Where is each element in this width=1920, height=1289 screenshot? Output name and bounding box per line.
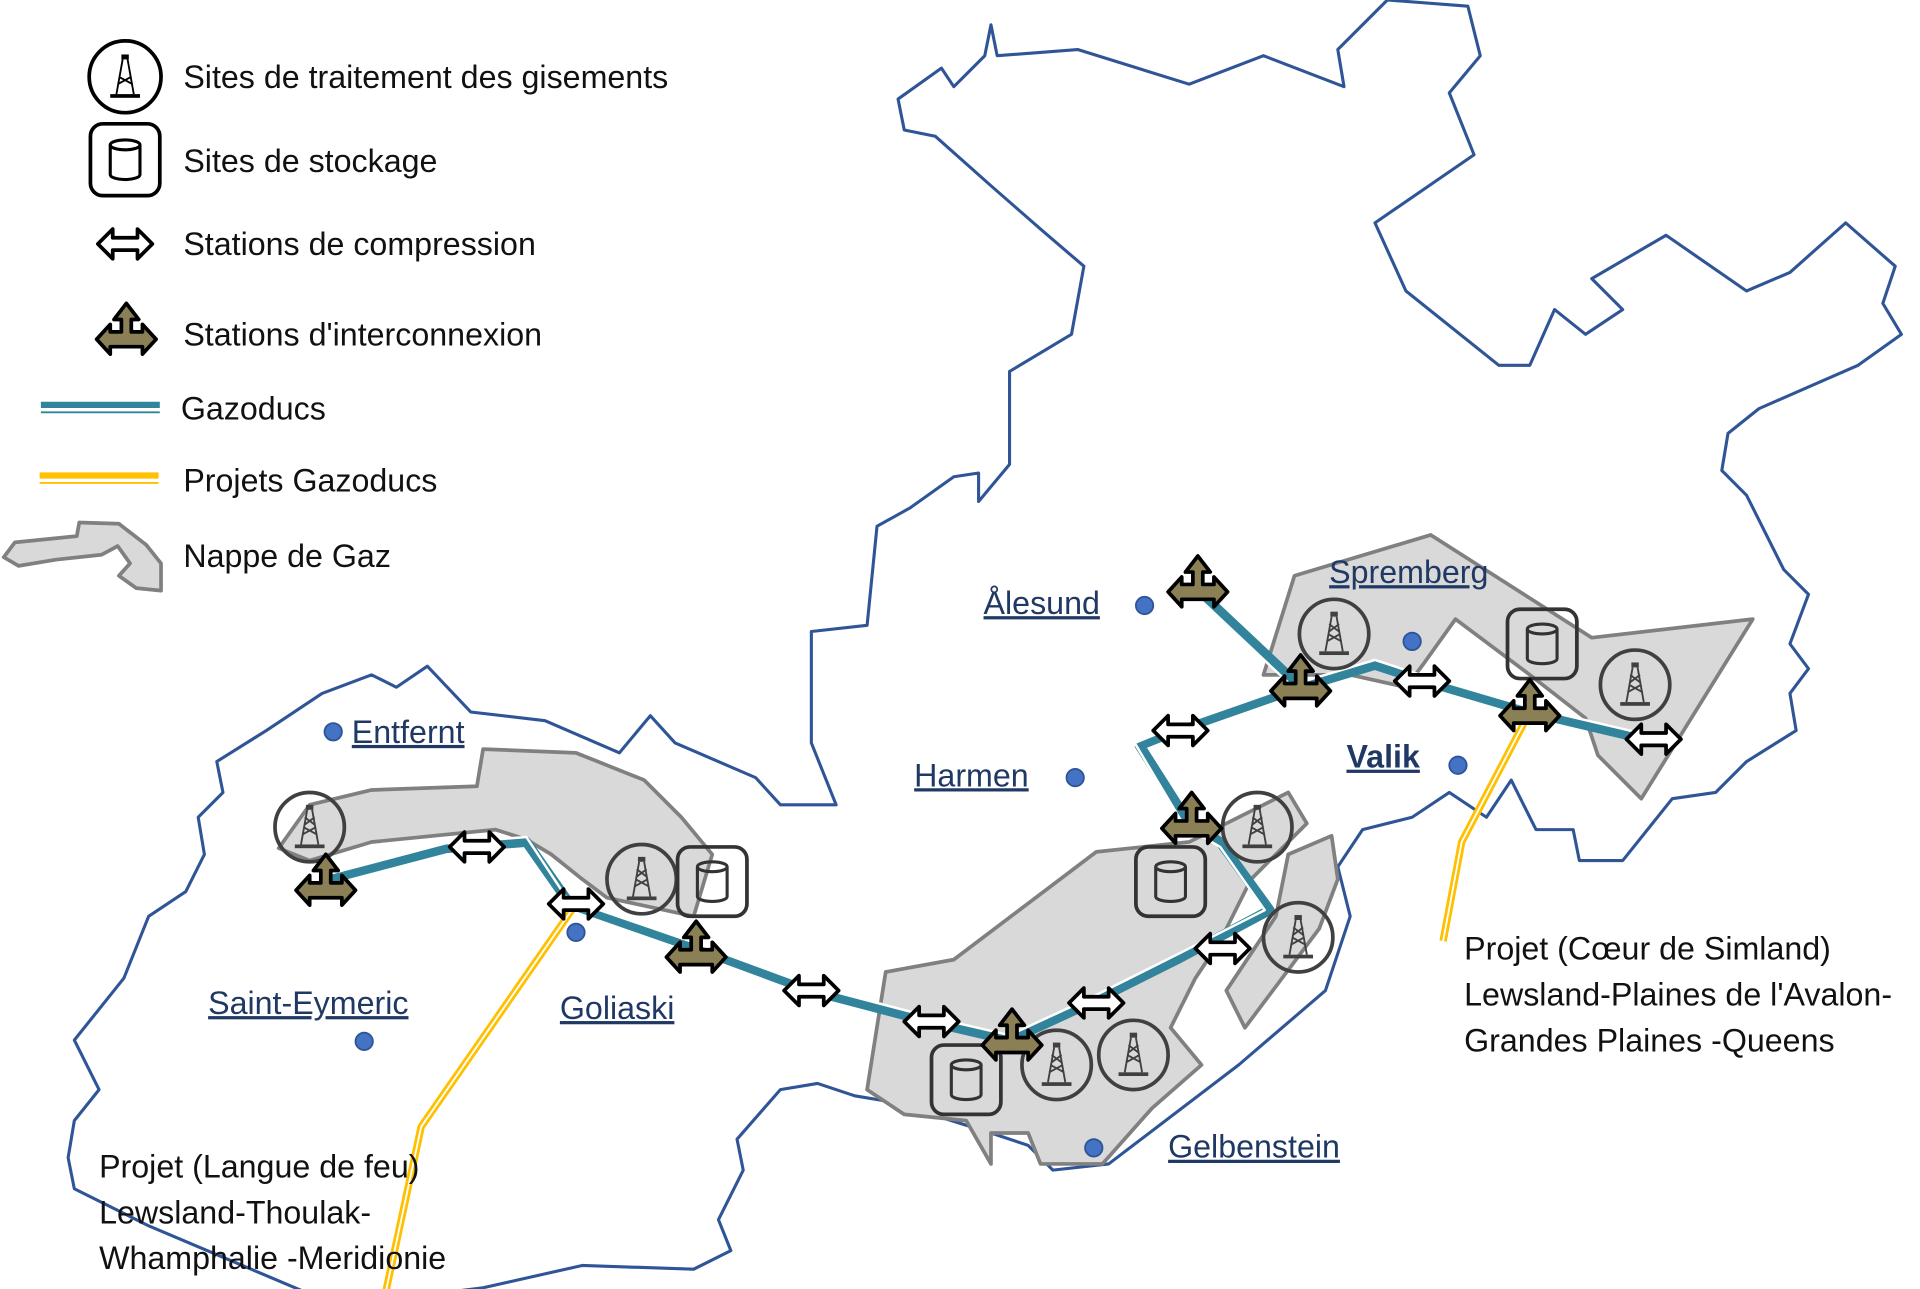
city-dot-entfernt: [323, 722, 343, 742]
legend-interconnection-icon: [94, 301, 158, 356]
city-dot-spremberg: [1402, 631, 1422, 652]
project-label-east: Projet (Cœur de Simland) Lewsland-Plaine…: [1464, 931, 1892, 1059]
interconnection-station-icon: [1166, 554, 1230, 609]
svg-text:Lewsland-Thoulak-: Lewsland-Thoulak-: [99, 1194, 371, 1230]
legend-label-storage: Sites de stockage: [183, 143, 437, 179]
city-link-entfernt[interactable]: Entfernt: [352, 714, 465, 750]
legend-gas-field-swatch: [1, 520, 163, 593]
city-dot-valik: [1448, 755, 1468, 775]
legend: Sites de traitement des gisements Sites …: [1, 39, 668, 593]
svg-text:Projet (Cœur de Simland): Projet (Cœur de Simland): [1464, 931, 1831, 967]
compression-station-icon: [546, 887, 606, 921]
gas-field-strip: [1224, 833, 1340, 1030]
city-dot-goliaski: [566, 922, 586, 942]
svg-text:Lewsland-Plaines de l'Avalon-: Lewsland-Plaines de l'Avalon-: [1464, 976, 1892, 1012]
city-link-gelbenstein[interactable]: Gelbenstein: [1168, 1129, 1340, 1165]
country-border: [66, 0, 1903, 1289]
legend-pipeline-swatch: [40, 401, 160, 414]
city-link-harmen[interactable]: Harmen: [914, 757, 1029, 793]
city-link-valik[interactable]: Valik: [1346, 739, 1419, 775]
legend-label-pipelines: Gazoducs: [181, 391, 326, 427]
city-link-alesund[interactable]: Ålesund: [984, 585, 1100, 621]
compression-station-icon: [782, 973, 841, 1008]
legend-label-processing: Sites de traitement des gisements: [183, 59, 668, 95]
gas-field-central: [865, 790, 1309, 1166]
legend-label-gas-field: Nappe de Gaz: [183, 538, 391, 574]
compression-station-icon: [1151, 713, 1210, 748]
city-dot-saint-eymeric: [354, 1031, 374, 1051]
city-dot-alesund: [1134, 595, 1155, 616]
interconnection-station-icon: [664, 919, 728, 974]
compression-station-icon: [1392, 664, 1452, 698]
pipeline-project-east: [1439, 710, 1534, 942]
legend-processing-icon: [87, 39, 163, 115]
city-dot-gelbenstein: [1084, 1138, 1104, 1158]
legend-storage-icon: [88, 121, 162, 198]
city-link-spremberg[interactable]: Spremberg: [1329, 554, 1488, 590]
pipeline-project-west: [382, 901, 580, 1289]
city-dot-harmen: [1065, 768, 1085, 788]
compression-station-icon: [447, 830, 507, 864]
city-link-goliaski[interactable]: Goliaski: [560, 990, 675, 1026]
legend-label-interconnection: Stations d'interconnexion: [183, 316, 542, 352]
svg-text:Grandes Plaines -Queens: Grandes Plaines -Queens: [1464, 1022, 1834, 1058]
project-label-west: Projet (Langue de feu) Lewsland-Thoulak-…: [99, 1149, 446, 1277]
city-link-saint-eymeric[interactable]: Saint-Eymeric: [208, 985, 408, 1021]
svg-text:Projet (Langue de feu): Projet (Langue de feu): [99, 1149, 419, 1185]
legend-compression-icon: [95, 227, 155, 261]
gas-field-entfernt: [276, 747, 715, 919]
svg-text:Whamphalie -Meridionie: Whamphalie -Meridionie: [99, 1240, 446, 1276]
legend-label-compression: Stations de compression: [183, 226, 536, 262]
legend-label-projects: Projets Gazoducs: [183, 463, 437, 499]
legend-project-swatch: [39, 472, 159, 484]
